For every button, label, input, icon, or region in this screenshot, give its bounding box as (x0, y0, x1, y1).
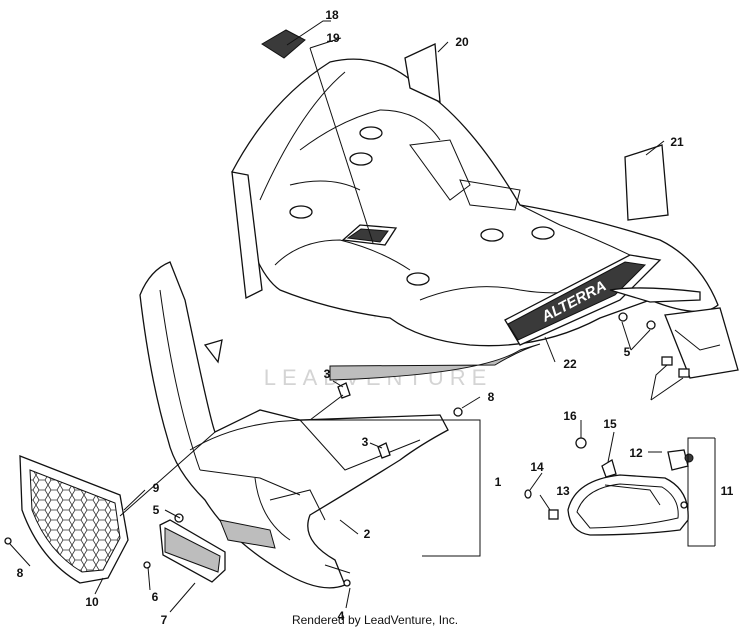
headlight-assembly (524, 437, 694, 536)
callout-5-right: 5 (624, 345, 631, 359)
callout-12: 12 (629, 446, 643, 460)
callout-20: 21 (670, 135, 684, 149)
callout-15: 15 (603, 417, 617, 431)
decal-20 (624, 144, 669, 221)
grille-part (19, 455, 129, 584)
decal-19 (404, 43, 441, 104)
front-fender-part: ALTERRA (231, 58, 719, 381)
callout-14: 14 (530, 460, 544, 474)
callout-2: 2 (364, 527, 371, 541)
callout-8-left: 8 (17, 566, 24, 580)
callout-1: 1 (495, 475, 502, 489)
badge-decal-17 (261, 29, 306, 59)
bracket-assembly (618, 307, 739, 379)
callout-18: 19 (326, 31, 340, 45)
callout-21: 22 (563, 357, 577, 371)
reflector-part (159, 519, 226, 583)
callout-3-upper: 3 (324, 367, 331, 381)
callout-19: 20 (455, 35, 469, 49)
callout-labels: 18 19 20 21 22 5 3 3 8 1 2 9 5 6 7 8 10 … (17, 8, 734, 627)
callout-13: 13 (556, 484, 570, 498)
hardware-fasteners (4, 382, 463, 587)
callout-8-right: 8 (488, 390, 495, 404)
callout-9: 9 (153, 481, 160, 495)
callout-10: 10 (85, 595, 99, 609)
callout-17: 18 (325, 8, 339, 22)
leader-lines (9, 20, 716, 613)
callout-4: 4 (338, 609, 345, 623)
callout-7: 7 (161, 613, 168, 627)
callout-3-lower: 3 (362, 435, 369, 449)
callout-6: 6 (152, 590, 159, 604)
render-credit: Rendered by LeadVenture, Inc. (291, 613, 459, 627)
callout-16: 16 (563, 409, 577, 423)
callout-5-left: 5 (153, 503, 160, 517)
callout-11: 11 (721, 484, 734, 498)
